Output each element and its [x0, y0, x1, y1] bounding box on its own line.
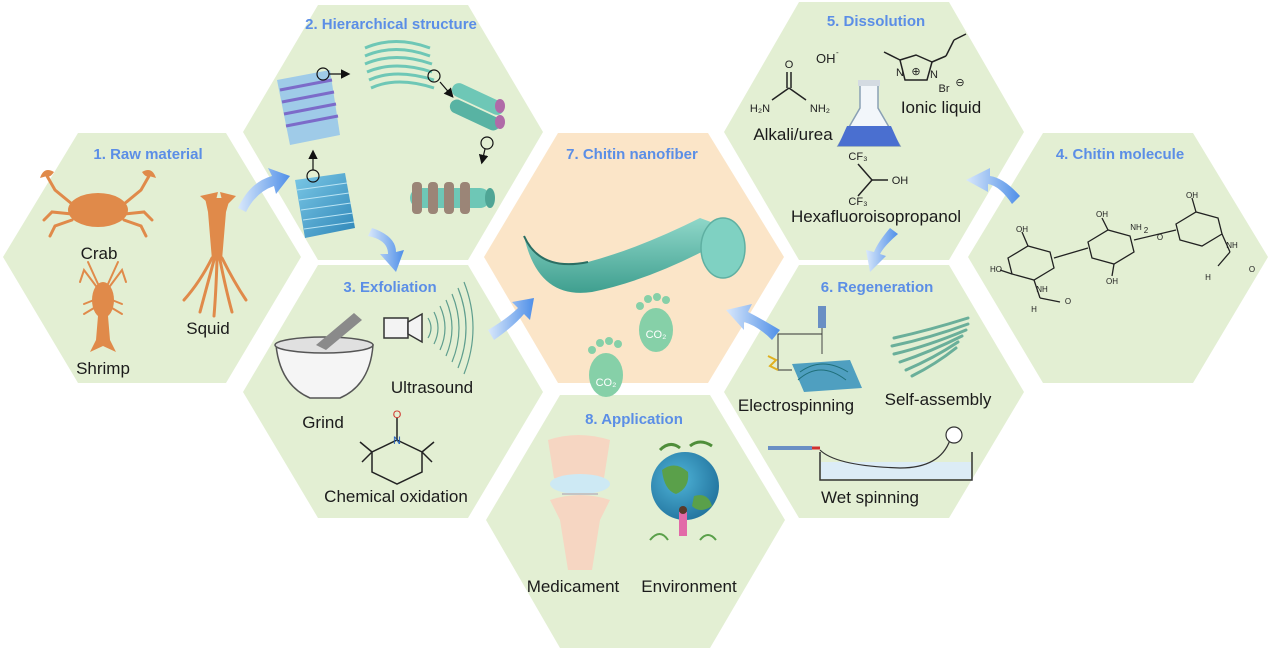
- label-hexafluoroisopropanol: Hexafluoroisopropanol: [791, 207, 961, 226]
- arrow-exfoliation-to-center: [488, 298, 534, 340]
- co2-label-left: CO₂: [596, 377, 617, 389]
- chitin-nanofiber-icon: [523, 217, 746, 293]
- title-exfoliation: 3. Exfoliation: [343, 279, 436, 296]
- mol-oh-1: OH: [1016, 225, 1028, 234]
- hfip-structure-icon: [857, 163, 888, 197]
- arrow-regeneration-to-center: [726, 304, 780, 340]
- hfip-cf3-bottom: CF₃: [848, 196, 867, 208]
- layered-block-icon: [295, 149, 355, 238]
- label-medicament: Medicament: [527, 577, 620, 596]
- mol-nh2: NH: [1130, 223, 1142, 232]
- label-chemical-oxidation: Chemical oxidation: [324, 487, 468, 506]
- tempo-oxygen: O: [393, 409, 402, 421]
- urea-nh2: NH₂: [810, 103, 830, 115]
- label-environment: Environment: [641, 577, 737, 596]
- title-dissolution: 5. Dissolution: [827, 13, 925, 30]
- title-application: 8. Application: [585, 411, 683, 428]
- label-electrospinning: Electrospinning: [738, 396, 854, 415]
- co2-label-right: CO₂: [646, 329, 667, 341]
- lamellae-stack-icon: [277, 67, 351, 145]
- il-br: Br: [939, 83, 950, 95]
- title-chitin-molecule: 4. Chitin molecule: [1056, 146, 1184, 163]
- label-alkali-urea: Alkali/urea: [753, 125, 833, 144]
- fibril-bundle-icon: [364, 40, 454, 98]
- shrimp-icon: [79, 261, 127, 352]
- hex-chitin-molecule: [968, 133, 1268, 383]
- earth-globe-icon: [649, 440, 719, 541]
- hfip-cf3-top: CF₃: [848, 151, 867, 163]
- il-minus: ⊖: [955, 77, 964, 89]
- arrow-hierarchical-to-exfoliation: [368, 228, 404, 272]
- ultrasound-icon: [383, 281, 474, 375]
- nanofibril-cylinders-icon: [449, 83, 505, 165]
- squid-icon: [182, 192, 248, 318]
- arrow-dissolution-to-regeneration: [866, 228, 898, 272]
- label-grind: Grind: [302, 413, 344, 432]
- mol-nh2-sub: 2: [1144, 226, 1149, 235]
- flow-arrows: [238, 168, 1020, 340]
- title-raw-material: 1. Raw material: [93, 146, 202, 163]
- arrow-raw-to-hierarchical: [238, 168, 290, 212]
- label-wet-spinning: Wet spinning: [821, 488, 919, 507]
- urea-structure-icon: [771, 72, 807, 101]
- hfip-oh: OH: [892, 175, 909, 187]
- chitin-crystal-rod-icon: [410, 182, 495, 214]
- hex-application: [486, 395, 785, 648]
- mol-nh-right: NH: [1226, 241, 1238, 250]
- hex-regeneration: [724, 265, 1024, 518]
- knee-joint-icon: [548, 435, 610, 570]
- footprint-co2-icon-right: [636, 293, 673, 352]
- electrospinning-icon: [767, 306, 862, 392]
- mol-h3c-left: H: [1031, 305, 1037, 314]
- label-self-assembly: Self-assembly: [885, 390, 992, 409]
- mol-o-bridge: O: [1157, 233, 1163, 242]
- mol-oh-3: OH: [1186, 191, 1198, 200]
- label-squid: Squid: [186, 319, 229, 338]
- label-shrimp: Shrimp: [76, 359, 130, 378]
- title-hierarchical-structure: 2. Hierarchical structure: [305, 16, 477, 33]
- self-assembly-icon: [890, 316, 970, 378]
- il-n1: N: [896, 67, 904, 79]
- arrow-molecule-to-dissolution: [966, 168, 1020, 204]
- hydroxide-charge: -: [836, 48, 839, 57]
- tempo-nitrogen: N: [393, 435, 401, 447]
- mol-nh-left: NH: [1036, 285, 1048, 294]
- urea-h2n: H₂N: [750, 103, 770, 115]
- flask-icon: [836, 80, 902, 147]
- il-n2: N: [930, 69, 938, 81]
- label-crab: Crab: [81, 244, 118, 263]
- mol-ho-left: HO: [990, 265, 1002, 274]
- chitin-molecule-structure-icon: [999, 197, 1231, 303]
- mol-oh-4: OH: [1106, 277, 1118, 286]
- title-regeneration: 6. Regeneration: [821, 279, 934, 296]
- mol-o-right: O: [1249, 265, 1255, 274]
- footprint-co2-icon-left: [588, 337, 623, 397]
- urea-oxygen: O: [785, 59, 794, 71]
- mortar-pestle-icon: [274, 313, 374, 399]
- mol-oh-2: OH: [1096, 210, 1108, 219]
- label-ultrasound: Ultrasound: [391, 378, 473, 397]
- hydroxide-label: OH: [816, 51, 836, 66]
- label-ionic-liquid: Ionic liquid: [901, 98, 981, 117]
- il-plus: ⊕: [911, 66, 920, 78]
- ionic-liquid-structure-icon: [883, 33, 967, 81]
- title-chitin-nanofiber: 7. Chitin nanofiber: [566, 146, 698, 163]
- tempo-structure-icon: [359, 418, 435, 485]
- hex-exfoliation: [243, 265, 543, 518]
- mol-h3c-right: H: [1205, 273, 1211, 282]
- mol-o-left: O: [1065, 297, 1071, 306]
- crab-icon: [40, 170, 156, 238]
- wet-spinning-icon: [768, 426, 973, 481]
